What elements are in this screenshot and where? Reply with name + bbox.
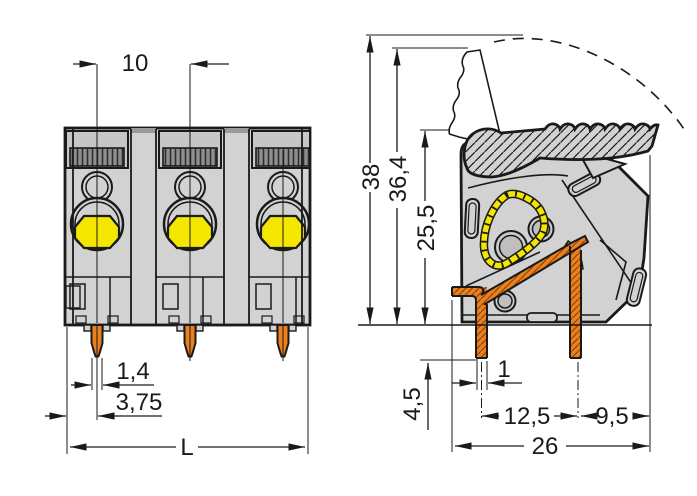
lever-swing-arc xyxy=(493,37,687,133)
lever-open-outline xyxy=(448,49,501,141)
solder-pin-2 xyxy=(176,324,204,362)
housing-slots xyxy=(463,171,648,323)
dim-label-pin-pitch: 12,5 xyxy=(504,403,551,430)
solder-pin-1 xyxy=(83,324,111,362)
busbar-contact xyxy=(451,234,590,359)
lever-closed xyxy=(462,122,660,179)
top-notch xyxy=(131,128,156,133)
top-notch xyxy=(224,128,249,133)
dim-label-overall-length: L xyxy=(180,434,193,461)
side-view-dimensions xyxy=(366,36,651,452)
front-view-dimension-labels: 10 1,4 3,75 L xyxy=(116,50,194,461)
dim-label-side-pin-width: 1 xyxy=(497,356,510,383)
end-plates xyxy=(72,128,303,325)
solder-pin-3 xyxy=(269,324,297,362)
dim-label-body-height: 25,5 xyxy=(413,205,440,252)
dim-label-pin-offset: 3,75 xyxy=(116,389,163,416)
side-view-dimension-labels: 38 36,4 25,5 4,5 1 12,5 9,5 26 xyxy=(358,156,629,460)
dim-label-pin-length: 4,5 xyxy=(399,387,426,420)
dim-label-pin-to-edge: 9,5 xyxy=(595,403,628,430)
dim-label-overall-depth: 26 xyxy=(532,433,559,460)
dim-label-pin-width: 1,4 xyxy=(116,358,149,385)
front-view xyxy=(63,126,312,362)
dim-label-max-height: 38 xyxy=(358,164,385,191)
front-view-dimensions xyxy=(45,60,309,454)
dim-label-pole-pitch: 10 xyxy=(122,50,149,77)
side-view xyxy=(358,34,687,359)
dim-label-lever-open-height: 36,4 xyxy=(385,156,412,203)
